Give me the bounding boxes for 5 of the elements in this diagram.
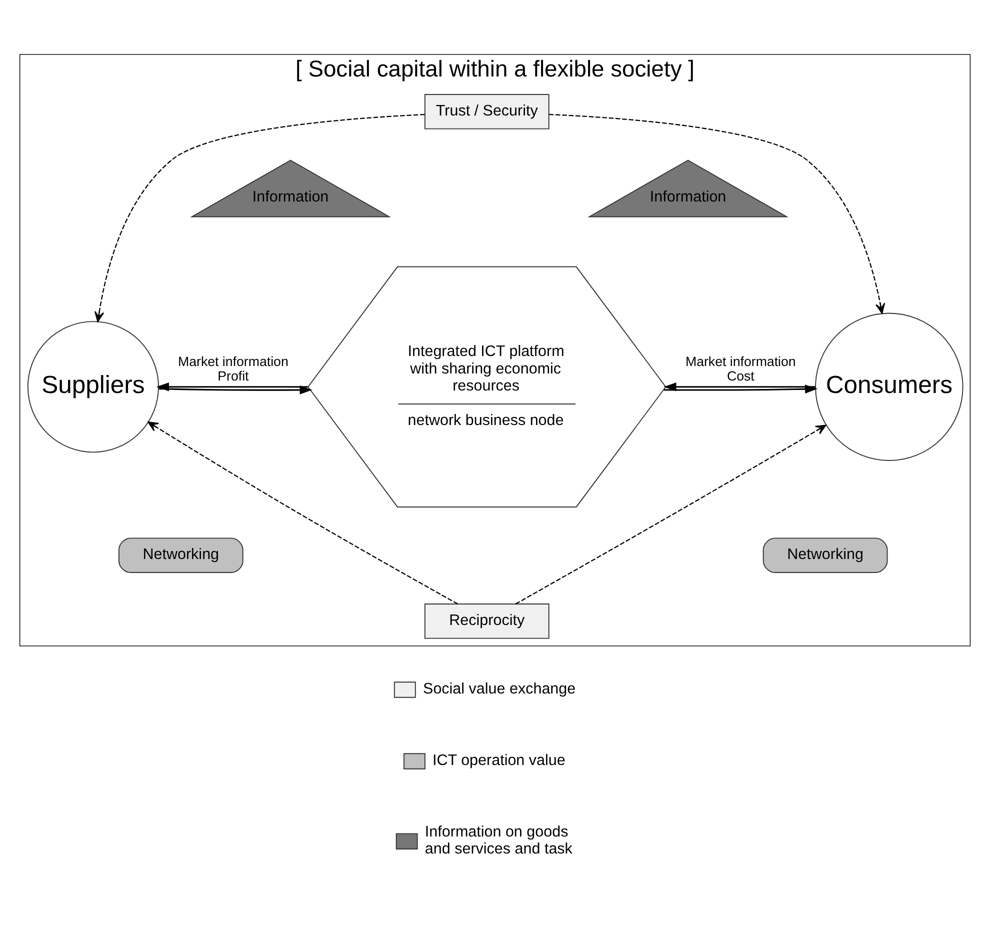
legend-label: ICT operation value	[432, 751, 566, 768]
legend-label: Information on goods and services and task	[424, 822, 572, 858]
legend-label: Social value exchange	[423, 680, 576, 697]
edge-label: Market information Cost	[685, 354, 796, 383]
edge-label: Market information Profit	[178, 354, 288, 383]
